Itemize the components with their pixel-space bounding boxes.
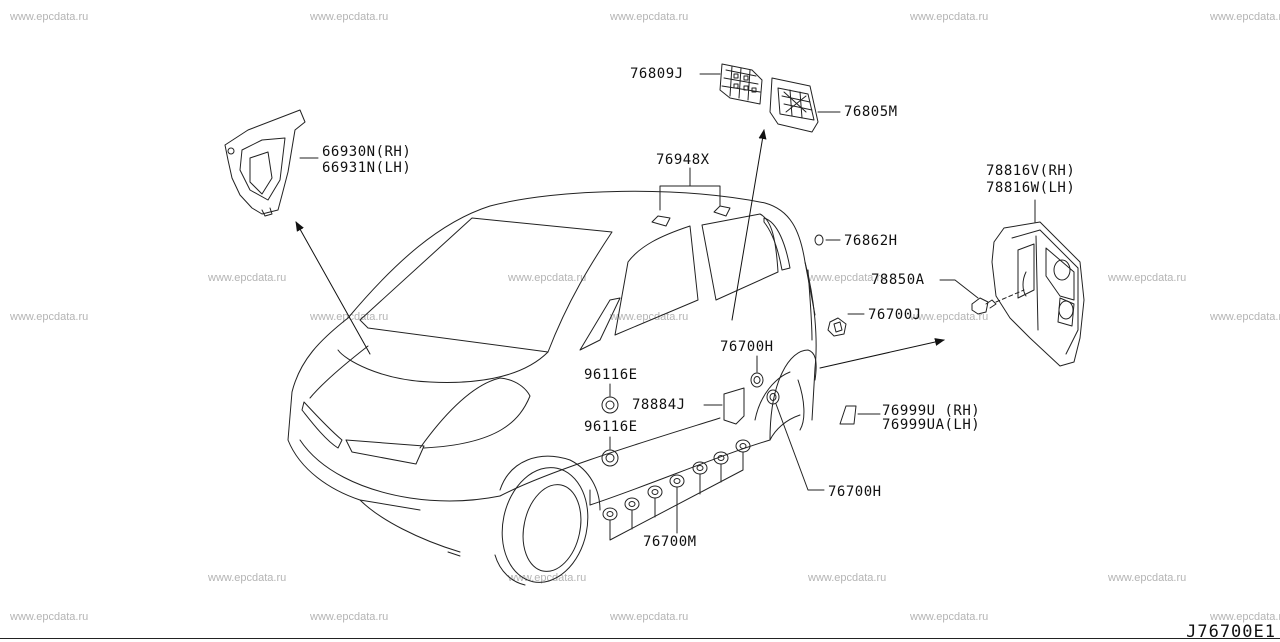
part-label-78816w: 78816W(LH): [986, 180, 1076, 196]
part-label-76805m: 76805M: [844, 104, 898, 120]
part-label-76700m: 76700M: [643, 534, 697, 550]
watermark: www.epcdata.ru: [610, 11, 689, 23]
part-label-76700j: 76700J: [868, 307, 922, 323]
watermark: www.epcdata.ru: [208, 272, 287, 284]
watermark: www.epcdata.ru: [910, 611, 989, 623]
part-label-96116e-upper: 96116E: [584, 367, 638, 383]
watermark: www.epcdata.ru: [910, 311, 989, 323]
watermark: www.epcdata.ru: [910, 11, 989, 23]
part-label-78816v: 78816V(RH): [986, 163, 1076, 179]
watermark: www.epcdata.ru: [310, 11, 389, 23]
watermark: www.epcdata.ru: [610, 311, 689, 323]
grille-panel-part: [769, 77, 819, 133]
screw-part: [971, 289, 1025, 315]
part-label-76999ua: 76999UA(LH): [882, 417, 981, 433]
part-label-76999u: 76999U (RH): [882, 403, 981, 419]
part-label-78884j: 78884J: [632, 397, 686, 413]
watermark: www.epcdata.ru: [10, 311, 89, 323]
watermark: www.epcdata.ru: [808, 272, 887, 284]
mudguard-part: [991, 221, 1085, 367]
watermark: www.epcdata.ru: [610, 611, 689, 623]
part-label-76948x: 76948X: [656, 152, 710, 168]
watermark: www.epcdata.ru: [208, 572, 287, 584]
clip-j-part: [827, 317, 847, 337]
fender-bracket-part: [224, 109, 306, 217]
bottom-border: [0, 638, 1280, 639]
part-label-66930n: 66930N(RH): [322, 144, 412, 160]
clip-row-part: [602, 439, 751, 541]
part-label-96116e-lower: 96116E: [584, 419, 638, 435]
watermark: www.epcdata.ru: [310, 611, 389, 623]
watermark: www.epcdata.ru: [10, 11, 89, 23]
watermark: www.epcdata.ru: [1210, 311, 1280, 323]
diagram-id: J76700E1: [1186, 622, 1276, 642]
part-label-66931n: 66931N(LH): [322, 160, 412, 176]
watermark: www.epcdata.ru: [508, 272, 587, 284]
watermark: www.epcdata.ru: [10, 611, 89, 623]
part-label-78850a: 78850A: [871, 272, 925, 288]
watermark: www.epcdata.ru: [1210, 611, 1280, 623]
watermark: www.epcdata.ru: [808, 572, 887, 584]
part-label-76700h-top: 76700H: [720, 339, 774, 355]
part-label-76809j: 76809J: [630, 66, 684, 82]
part-label-76700h-bottom: 76700H: [828, 484, 882, 500]
clip-block-part: [719, 63, 763, 105]
watermark: www.epcdata.ru: [1108, 272, 1187, 284]
watermark: www.epcdata.ru: [508, 572, 587, 584]
watermark: www.epcdata.ru: [1108, 572, 1187, 584]
car-body: [287, 190, 817, 586]
watermark: www.epcdata.ru: [1210, 11, 1280, 23]
part-label-76862h: 76862H: [844, 233, 898, 249]
